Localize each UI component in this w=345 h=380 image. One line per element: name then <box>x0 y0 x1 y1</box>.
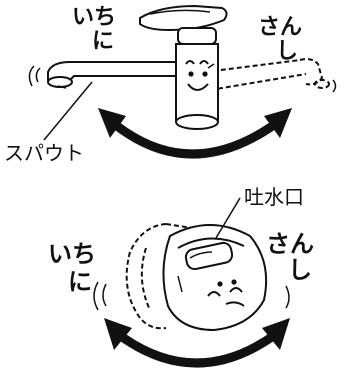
motion-lines-left <box>28 65 41 87</box>
spout-label: スパウト <box>4 141 84 165</box>
faucet-head-top-view <box>162 224 268 332</box>
motion-lines-right <box>332 79 337 93</box>
outlet-label: 吐水口 <box>244 185 304 209</box>
motion-lines-bottom <box>93 281 290 311</box>
top-right-label-line1: さん <box>258 15 302 40</box>
arrow-head-left-bottom <box>104 318 132 350</box>
rotation-arrow-bottom <box>115 330 279 368</box>
head-ghost-left <box>125 223 193 330</box>
outlet-leader-line <box>215 197 241 239</box>
spout-ghost-right <box>204 58 330 91</box>
bottom-left-label-line2: に <box>68 268 92 296</box>
top-faucet-illustration: いち に さん し スパウト <box>4 4 337 165</box>
bottom-faucet-illustration: 吐水口 いち に さん し <box>48 185 314 368</box>
faucet-body <box>139 4 228 130</box>
rotation-arrow-top <box>109 118 281 159</box>
arrow-head-left <box>98 108 126 138</box>
bottom-left-label-line1: いち <box>48 240 96 268</box>
top-right-label-line2: し <box>276 39 298 64</box>
bottom-right-label-line1: さん <box>266 230 314 258</box>
spout-left <box>47 61 183 89</box>
arrow-head-right <box>264 108 292 138</box>
arrow-head-right-bottom <box>262 318 290 350</box>
spout-leader-line <box>43 81 93 141</box>
top-left-label-line1: いち <box>72 5 116 30</box>
top-left-label-line2: に <box>92 29 114 54</box>
bottom-right-label-line2: し <box>288 256 312 284</box>
